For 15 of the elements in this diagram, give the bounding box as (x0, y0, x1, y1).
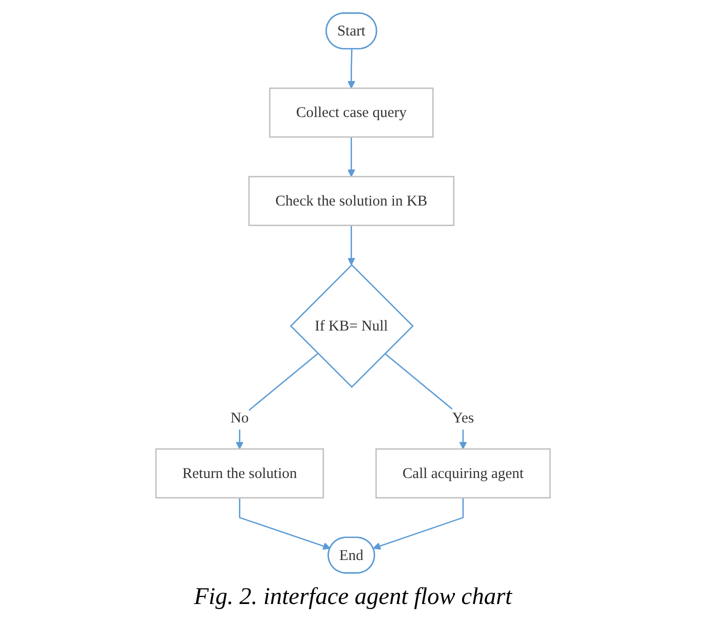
figure-caption: Fig. 2. interface agent flow chart (194, 584, 512, 611)
edge-label: No (230, 409, 249, 426)
arrow (347, 49, 356, 89)
node-diamond: If KB= Null (290, 264, 414, 388)
node-box: Call acquiring agent (375, 448, 551, 498)
arrow (384, 353, 467, 450)
node-box: Collect case query (269, 88, 434, 138)
arrow (347, 225, 356, 266)
node-box: Check the solution in KB (248, 176, 454, 226)
arrow (372, 498, 464, 550)
arrow (347, 137, 356, 177)
edge-label: Yes (452, 409, 474, 426)
arrow (236, 353, 318, 450)
node-box: Return the solution (155, 448, 324, 498)
arrow (238, 498, 331, 550)
